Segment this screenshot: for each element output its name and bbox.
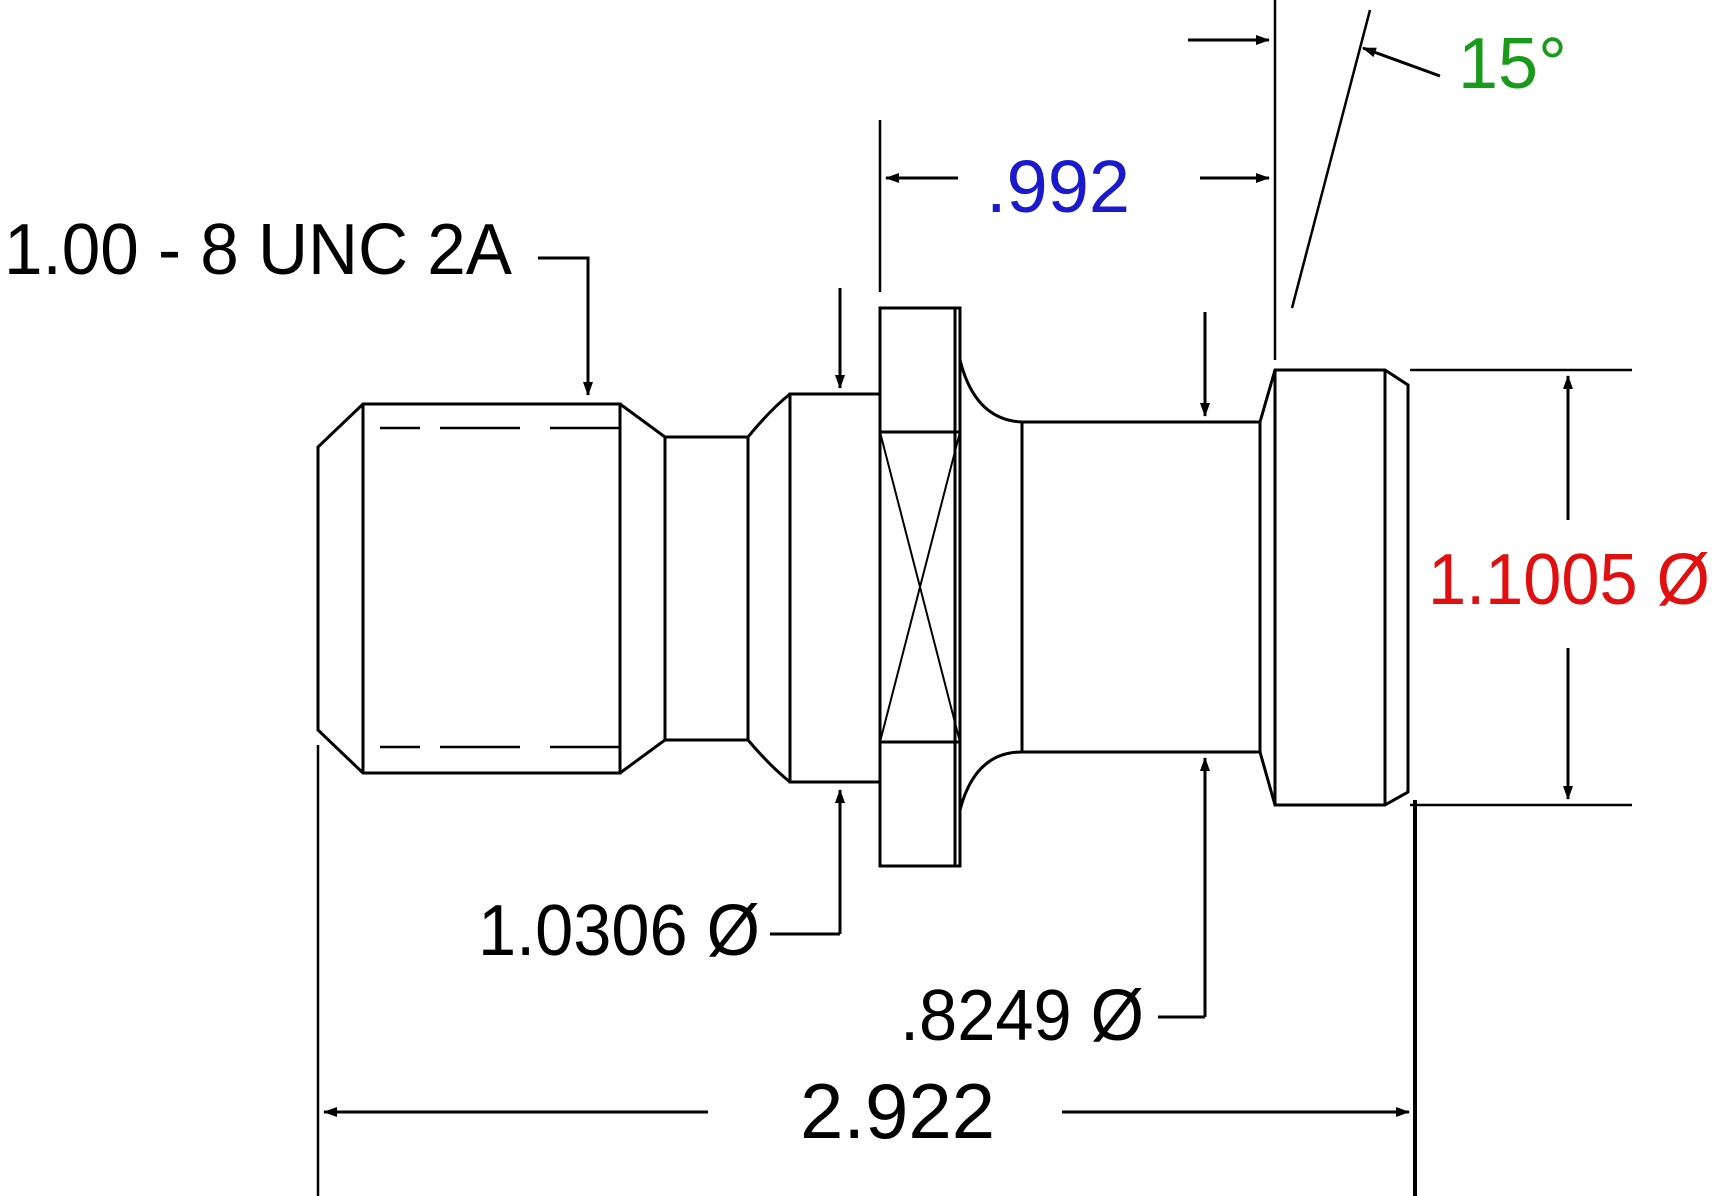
part-outline	[316, 306, 1410, 868]
flats-cross	[879, 431, 961, 743]
flange-flats	[880, 308, 960, 866]
diameter-8249-label: .8249 Ø	[900, 976, 1144, 1056]
shoulder-10306	[788, 392, 882, 784]
head-inner-edges	[1273, 370, 1387, 805]
undercut-fillet	[746, 392, 791, 784]
diameter-10306-label: 1.0306 Ø	[478, 891, 760, 971]
shank-fillet	[958, 359, 1023, 811]
angle-line	[1290, 9, 1372, 309]
overall-length-label: 2.922	[800, 1067, 995, 1155]
dimension-labels: 1.00 - 8 UNC 2A .992 15° 1.1005 Ø 1.0306…	[4, 24, 1710, 1155]
diameter-11005-label: 1.1005 Ø	[1428, 540, 1710, 620]
thread-spec-label: 1.00 - 8 UNC 2A	[4, 210, 512, 290]
thread-leader	[538, 256, 593, 396]
undercut-neck	[665, 435, 750, 742]
shank-8249	[1020, 420, 1262, 754]
dimension-lines	[316, 0, 1632, 1196]
angle-15-label: 15°	[1458, 24, 1567, 104]
thread-major-dashes	[380, 426, 620, 749]
angle-arrow	[1362, 46, 1441, 78]
length-992-label: .992	[986, 145, 1130, 228]
head-11005	[1258, 368, 1410, 807]
thread-runout	[619, 402, 667, 775]
flange	[878, 306, 962, 868]
